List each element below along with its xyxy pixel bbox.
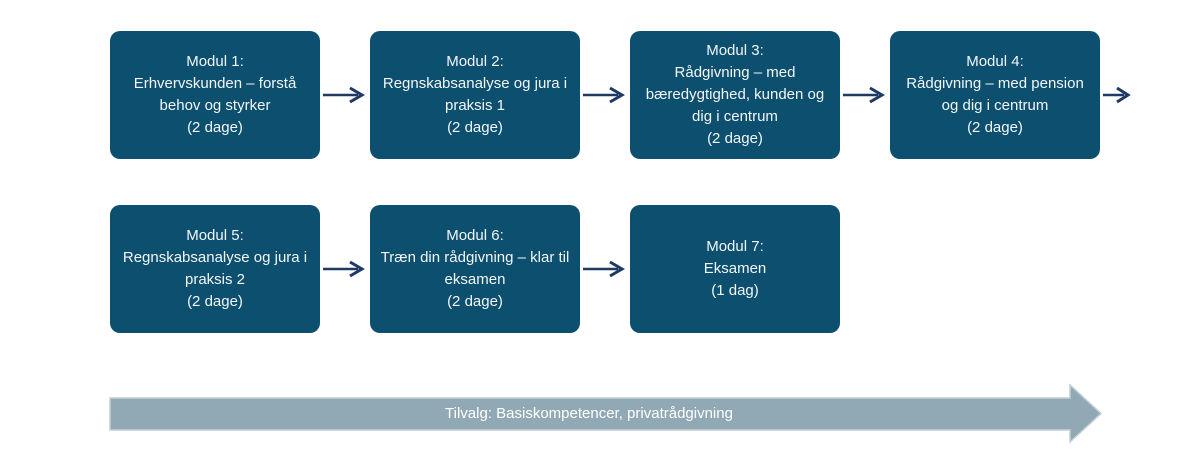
module-title: Eksamen (703, 260, 767, 277)
module-title: Erhvervskunden – forstå behov og styrker (133, 75, 297, 114)
module-duration: (2 dage) (967, 119, 1023, 136)
right-arrow-icon (323, 86, 365, 104)
module-title: Regnskabsanalyse og jura i praksis 1 (382, 75, 568, 114)
module-label: Modul 1: (186, 53, 244, 70)
module-duration: (2 dage) (187, 293, 243, 310)
module-label: Modul 5: (186, 227, 244, 244)
module-duration: (1 dag) (711, 282, 759, 299)
module-box-6: Modul 6: Træn din rådgivning – klar til … (370, 205, 580, 333)
module-title: Rådgivning – med bæredygtighed, kunden o… (645, 64, 825, 125)
module-duration: (2 dage) (707, 130, 763, 147)
module-duration: (2 dage) (447, 293, 503, 310)
right-arrow-icon (1103, 86, 1131, 104)
module-box-5: Modul 5: Regnskabsanalyse og jura i prak… (110, 205, 320, 333)
right-arrow-icon (583, 86, 625, 104)
module-title: Regnskabsanalyse og jura i praksis 2 (122, 249, 308, 288)
banner-arrow-icon (109, 383, 1103, 444)
module-box-4: Modul 4: Rådgivning – med pension og dig… (890, 31, 1100, 159)
module-box-1: Modul 1: Erhvervskunden – forstå behov o… (110, 31, 320, 159)
module-label: Modul 7: (706, 238, 764, 255)
right-arrow-icon (843, 86, 885, 104)
module-label: Modul 6: (446, 227, 504, 244)
right-arrow-icon (583, 260, 625, 278)
module-label: Modul 2: (446, 53, 504, 70)
module-box-2: Modul 2: Regnskabsanalyse og jura i prak… (370, 31, 580, 159)
banner-label: Tilvalg: Basiskompetencer, privatrådgivn… (445, 405, 733, 422)
module-title: Træn din rådgivning – klar til eksamen (380, 249, 570, 288)
module-duration: (2 dage) (187, 119, 243, 136)
module-duration: (2 dage) (447, 119, 503, 136)
module-box-7: Modul 7: Eksamen (1 dag) (630, 205, 840, 333)
module-label: Modul 3: (706, 42, 764, 59)
module-label: Modul 4: (966, 53, 1024, 70)
right-arrow-icon (323, 260, 365, 278)
module-box-3: Modul 3: Rådgivning – med bæredygtighed,… (630, 31, 840, 159)
module-title: Rådgivning – med pension og dig i centru… (906, 75, 1084, 114)
